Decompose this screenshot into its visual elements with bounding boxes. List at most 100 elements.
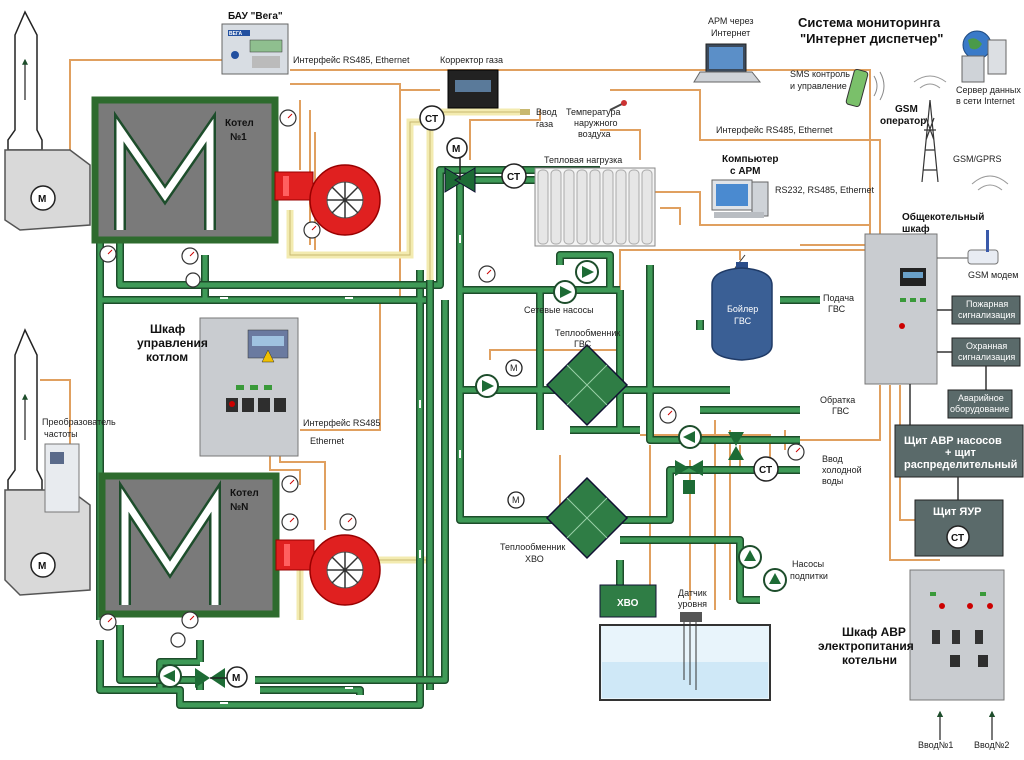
computer-label: Компьютер <box>722 154 779 165</box>
server-sublabel: в сети Internet <box>956 96 1015 106</box>
supply-gvs-sublabel: ГВС <box>828 304 846 314</box>
arm-internet-sublabel: Интернет <box>711 28 750 38</box>
burner-1 <box>274 164 381 236</box>
boiler-1: Котел №1 <box>91 96 279 244</box>
return-gvs-sublabel: ГВС <box>832 406 850 416</box>
title-line2: "Интернет диспетчер" <box>800 31 943 46</box>
sms-label: SMS контроль <box>790 69 850 79</box>
process-labels: Сетевые насосы Подача ГВС Обратка ГВС Вв… <box>524 293 862 581</box>
interface-top: Интерфейс RS485, Ethernet <box>293 55 410 65</box>
input2-label: Ввод№2 <box>974 740 1009 750</box>
gsm-operator-label: GSM <box>895 104 918 115</box>
alarm-boxes: Пожарная сигнализация Охранная сигнализа… <box>937 295 1021 419</box>
burner-n <box>275 534 381 606</box>
supply-gvs-label: Подача <box>823 293 854 303</box>
avr-pumps-label-2: + щит <box>945 447 977 459</box>
emergency-label: Аварийное <box>958 393 1004 403</box>
outdoor-temp-label-2: наружного <box>574 118 618 128</box>
monitoring-title: Система мониторинга "Интернет диспетчер" <box>798 15 943 46</box>
avr-pumps-label: Щит АВР насосов <box>904 435 1002 447</box>
gsm-gprs-label: GSM/GPRS <box>953 154 1002 164</box>
gsm-modem-label: GSM модем <box>968 270 1018 280</box>
security-alarm-label: Охранная <box>966 341 1007 351</box>
server-label: Сервер данных <box>956 85 1021 95</box>
motor-label: М <box>232 673 240 684</box>
gas-corrector: Корректор газа <box>440 55 503 109</box>
sms-sublabel: и управление <box>790 81 847 91</box>
bau-vega-controller: ВЕГА БАУ "Вега" <box>221 11 289 75</box>
arm-internet-label: АРМ через <box>708 16 754 26</box>
hx-gvs-sublabel: ГВС <box>574 339 592 349</box>
security-alarm-sublabel: сигнализация <box>958 352 1015 362</box>
avr-pumps-label-3: распределительный <box>904 459 1017 471</box>
freq-converter-label: Преобразователь <box>42 417 116 427</box>
cabinet-boiler-label: Шкаф <box>150 322 186 336</box>
boilerN-label: Котел <box>230 488 259 499</box>
avr-power-cabinet: Шкаф АВР электропитания котельни Ввод№1 … <box>818 569 1009 750</box>
water-pipes <box>96 166 820 709</box>
avr-power-label-3: котельни <box>842 653 897 667</box>
hvo-unit: ХВО <box>599 584 657 618</box>
common-cabinet-sublabel: шкаф <box>902 223 930 235</box>
common-boiler-cabinet: Общекотельный шкаф <box>864 211 984 385</box>
outdoor-temp-label-3: воздуха <box>578 129 611 139</box>
ct-label: СТ <box>425 114 438 125</box>
input1-label: Ввод№1 <box>918 740 953 750</box>
level-sensor-sublabel: уровня <box>678 599 707 609</box>
bau-label: БАУ "Вега" <box>228 11 283 22</box>
boiler-gvs-sublabel: ГВС <box>734 316 752 326</box>
yaur-panel: Щит ЯУР СТ <box>914 477 1004 557</box>
interface-labels: Интерфейс RS485, Ethernet Интерфейс RS48… <box>293 55 875 446</box>
hvo-label: ХВО <box>617 598 639 609</box>
motor-label: М <box>510 363 518 373</box>
motor-label: М <box>512 495 520 505</box>
boilerN-number: №N <box>230 502 248 513</box>
title-line1: Система мониторинга <box>798 15 941 30</box>
three-way-valve-bottom: М <box>195 666 248 688</box>
emergency-sublabel: оборудование <box>950 404 1009 414</box>
cold-water-label: Ввод <box>822 454 843 464</box>
frequency-converter: Преобразователь частоты <box>42 417 116 513</box>
yaur-label: Щит ЯУР <box>933 506 982 518</box>
computer-arm: Компьютер с АРМ <box>711 154 779 218</box>
network-pumps-label: Сетевые насосы <box>524 305 594 315</box>
gauge-needles <box>107 113 801 623</box>
boiler-gvs-tank: Бойлер ГВС <box>711 254 773 361</box>
ct-label: СТ <box>759 465 772 476</box>
gas-inlet-sublabel: газа <box>536 119 553 129</box>
hx-hvo-sublabel: ХВО <box>525 554 544 564</box>
gas-corrector-label: Корректор газа <box>440 55 503 65</box>
makeup-pumps-sublabel: подпитки <box>790 571 828 581</box>
return-gvs-label: Обратка <box>820 395 855 405</box>
server: Сервер данных в сети Internet <box>956 30 1021 106</box>
motor-label: М <box>38 194 46 205</box>
cabinet-boiler-label-2: управления <box>137 336 208 350</box>
fan-motor-1: М <box>30 185 56 211</box>
gsm-operator-sublabel: оператор <box>880 116 926 127</box>
ct-label: СТ <box>951 533 964 544</box>
hx-hvo-label: Теплообменник <box>500 542 565 552</box>
gas-inlet: Ввод газа <box>520 107 557 129</box>
flow-arrows <box>220 235 461 704</box>
boiler1-label: Котел <box>225 118 254 129</box>
fire-alarm-sublabel: сигнализация <box>958 310 1015 320</box>
freq-converter-sublabel: частоты <box>44 429 78 439</box>
common-cabinet-label: Общекотельный <box>902 211 984 223</box>
avr-power-label: Шкаф АВР <box>842 625 906 639</box>
cold-water-label-3: воды <box>822 476 843 486</box>
laptop-arm: АРМ через Интернет <box>693 16 762 83</box>
boiler-gvs-label: Бойлер <box>727 304 758 314</box>
avr-pumps-panel: Щит АВР насосов + щит распределительный <box>894 384 1024 478</box>
avr-power-label-2: электропитания <box>818 639 914 653</box>
boiler1-number: №1 <box>230 132 247 143</box>
pumps <box>158 260 787 688</box>
fire-alarm-label: Пожарная <box>966 299 1008 309</box>
heat-exchanger-gvs: Теплообменник ГВС <box>545 328 629 427</box>
interface-boiler-n-2: Ethernet <box>310 436 345 446</box>
motorized-valves: М М <box>505 359 744 509</box>
makeup-pumps-label: Насосы <box>792 559 824 569</box>
outdoor-temp-sensor: Температура наружного воздуха <box>566 100 627 139</box>
water-tank: Датчик уровня <box>599 588 771 701</box>
hx-gvs-label: Теплообменник <box>555 328 620 338</box>
